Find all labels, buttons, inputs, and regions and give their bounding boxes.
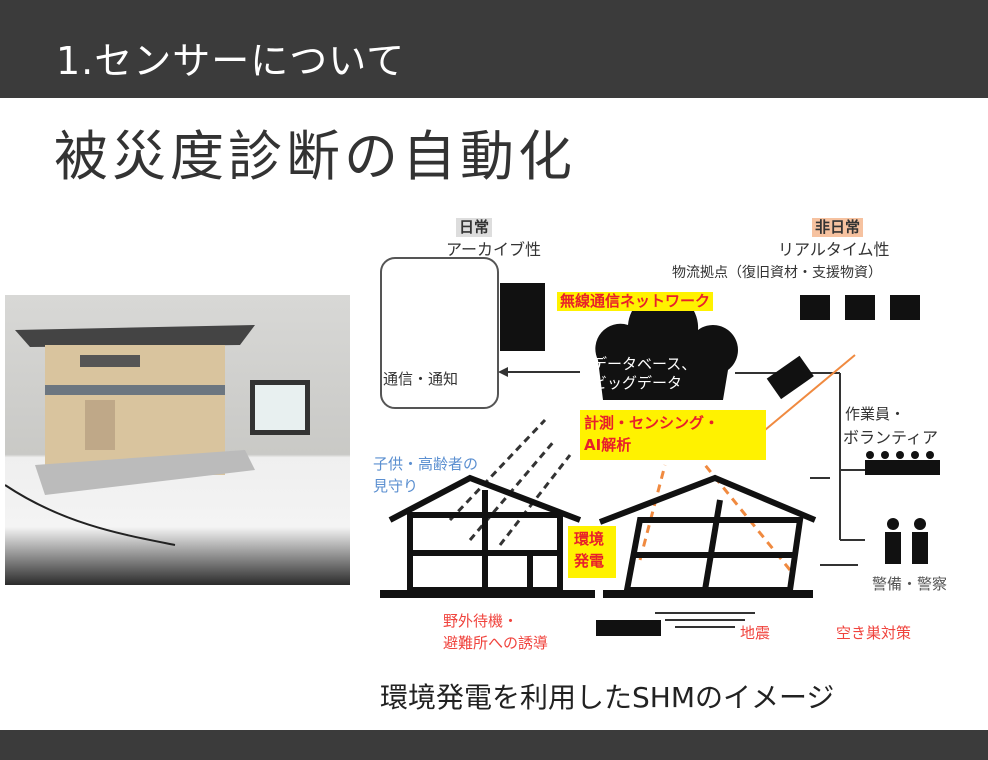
label-watch-2: 見守り: [373, 477, 419, 495]
sensing-box: 計測・センシング・ AI解析: [580, 410, 766, 460]
label-archive: アーカイブ性: [446, 240, 542, 259]
house-normal-icon: [388, 474, 582, 593]
label-realtime: リアルタイム性: [778, 240, 890, 259]
section-header: 1.センサーについて: [0, 0, 988, 98]
truck-icon: [766, 355, 814, 400]
harvest-box: 環境 発電: [568, 526, 616, 578]
house-model-illustration: [5, 325, 310, 546]
label-sensing: 計測・センシング・: [584, 414, 720, 432]
label-harvest-2: 発電: [574, 552, 605, 570]
footer-bar: [0, 730, 988, 760]
cloud-icon: [595, 292, 738, 400]
label-database: データベース、: [592, 355, 697, 373]
factory-icons: [800, 295, 920, 320]
earthquake-icon: [655, 612, 755, 628]
house-damaged-icon: [598, 474, 817, 593]
figure-caption: 環境発電を利用したSHMのイメージ: [380, 681, 835, 714]
label-nondaily: 非日常: [812, 218, 864, 237]
label-evac: 野外待機・: [443, 612, 519, 630]
label-watch: 子供・高齢者の: [373, 455, 479, 473]
slide-title: 被災度診断の自動化: [54, 125, 576, 188]
people-icons: [596, 451, 940, 636]
section-title: 1.センサーについて: [56, 39, 406, 83]
building-icon: [500, 283, 545, 351]
label-harvest: 環境: [574, 530, 605, 548]
label-evac-2: 避難所への誘導: [443, 634, 549, 652]
label-daily: 日常: [456, 218, 493, 237]
label-volunteers: ボランティア: [843, 428, 939, 447]
label-network: 無線通信ネットワーク: [557, 292, 714, 311]
label-security: 警備・警察: [872, 575, 948, 593]
label-logistics: 物流拠点（復旧資材・支援物資）: [672, 265, 882, 281]
sensor-house-model-photo: [5, 295, 350, 585]
label-burglary: 空き巣対策: [836, 624, 912, 642]
label-ai: AI解析: [584, 436, 632, 454]
label-bigdata: ビッグデータ: [592, 374, 683, 392]
label-comm: 通信・通知: [383, 370, 459, 388]
label-workers: 作業員・: [845, 405, 906, 423]
label-quake: 地震: [740, 624, 771, 642]
